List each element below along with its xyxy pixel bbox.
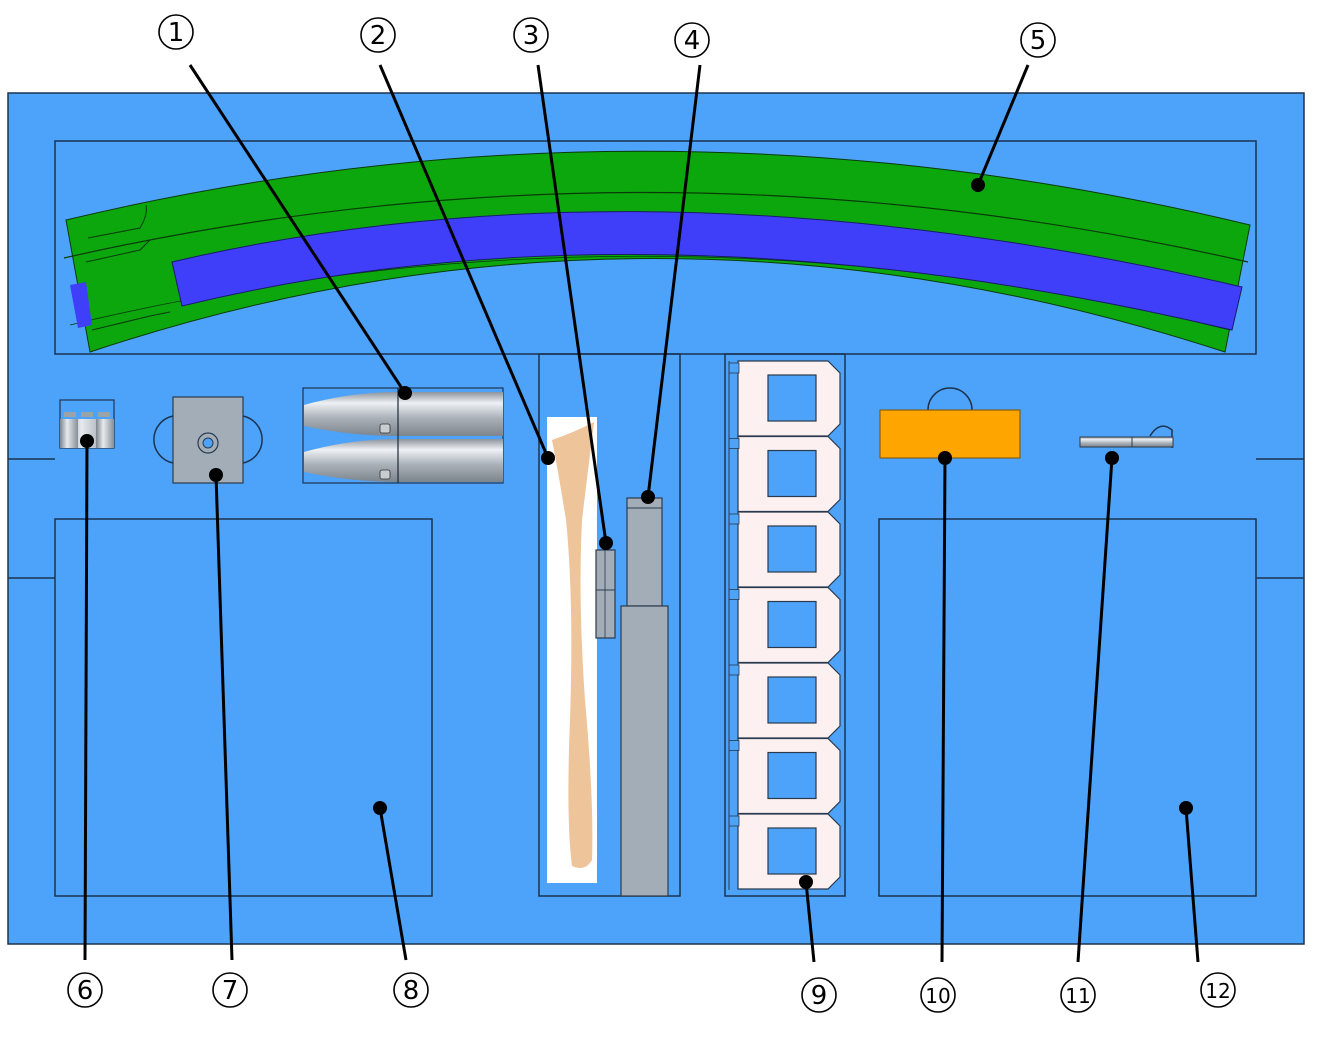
callout-number: 3: [523, 21, 540, 51]
leader-line: [83, 440, 89, 961]
curved-band: [63, 150, 1251, 353]
leader-line: [1076, 457, 1114, 963]
callout-1: 1: [158, 14, 412, 400]
leader-line: [536, 64, 608, 544]
leader-line: [378, 64, 550, 459]
callout-circle: [67, 972, 103, 1008]
callout-circle: [360, 17, 396, 53]
callout-5: 5: [971, 22, 1056, 192]
frame: [728, 662, 841, 739]
frame-stack: [728, 360, 841, 890]
callout-circle: [158, 14, 194, 50]
leader-dot: [373, 801, 387, 815]
callout-number: 8: [403, 976, 420, 1006]
leader-line: [1184, 807, 1200, 963]
frame: [728, 435, 841, 513]
leader-line: [188, 64, 407, 394]
left-side-notch: [8, 458, 55, 579]
left-compartment: [54, 518, 433, 897]
callout-circle: [513, 17, 549, 53]
callout-number: 11: [1065, 984, 1090, 1008]
callout-number: 7: [222, 976, 239, 1006]
leader-line: [804, 881, 816, 963]
callout-circle: [393, 972, 429, 1008]
leader-line: [646, 64, 702, 498]
frame: [728, 360, 841, 437]
leader-line: [940, 457, 947, 963]
callout-7: 7: [209, 468, 248, 1008]
callout-6: 6: [67, 434, 103, 1008]
leader-dot: [541, 451, 555, 465]
callout-circle: [1020, 22, 1056, 58]
right-side-notch: [1256, 458, 1304, 579]
leader-dot: [1179, 801, 1193, 815]
middle-slot: [538, 353, 681, 897]
callout-number: 9: [811, 981, 828, 1011]
right-compartment: [878, 518, 1257, 897]
callout-circle: [801, 977, 837, 1013]
leader-dot: [938, 451, 952, 465]
leader-dot: [398, 386, 412, 400]
callout-number: 4: [684, 26, 701, 56]
callout-number: 12: [1205, 979, 1230, 1003]
wooden-stick: [547, 417, 597, 883]
callout-3: 3: [513, 17, 613, 550]
callout-4: 4: [641, 22, 710, 504]
leader-dot: [641, 490, 655, 504]
leader-dot: [1105, 451, 1119, 465]
square-fitting: [153, 396, 263, 484]
callout-10: 10: [920, 451, 956, 1013]
pin: [1079, 425, 1174, 448]
callout-number: 10: [925, 984, 950, 1008]
callout-circle: [920, 977, 956, 1013]
callout-circle: [1060, 977, 1096, 1013]
tall-rod: [620, 497, 669, 897]
callout-circle: [674, 22, 710, 58]
callout-12: 12: [1179, 801, 1236, 1008]
frame: [728, 586, 841, 664]
callout-8: 8: [373, 801, 429, 1008]
callout-number: 2: [370, 21, 387, 51]
callout-circle: [212, 972, 248, 1008]
callout-circle: [1200, 972, 1236, 1008]
callout-9: 9: [799, 875, 837, 1013]
callout-11: 11: [1060, 451, 1119, 1013]
leader-line: [976, 64, 1030, 186]
frame-slot: [724, 353, 846, 897]
leader-line: [378, 807, 408, 961]
frame: [728, 813, 841, 890]
callout-number: 6: [77, 976, 94, 1006]
leader-dot: [599, 536, 613, 550]
bullet-cylinders: [302, 387, 504, 484]
leader-dot: [799, 875, 813, 889]
leader-dot: [209, 468, 223, 482]
orange-box: [879, 387, 1021, 459]
leader-dot: [971, 178, 985, 192]
callout-2: 2: [360, 17, 555, 465]
callout-number: 5: [1030, 26, 1047, 56]
small-latch: [595, 549, 616, 639]
leader-dot: [80, 434, 94, 448]
callout-number: 1: [168, 18, 185, 48]
frame: [728, 511, 841, 588]
frame: [728, 737, 841, 815]
leader-line: [214, 474, 234, 961]
